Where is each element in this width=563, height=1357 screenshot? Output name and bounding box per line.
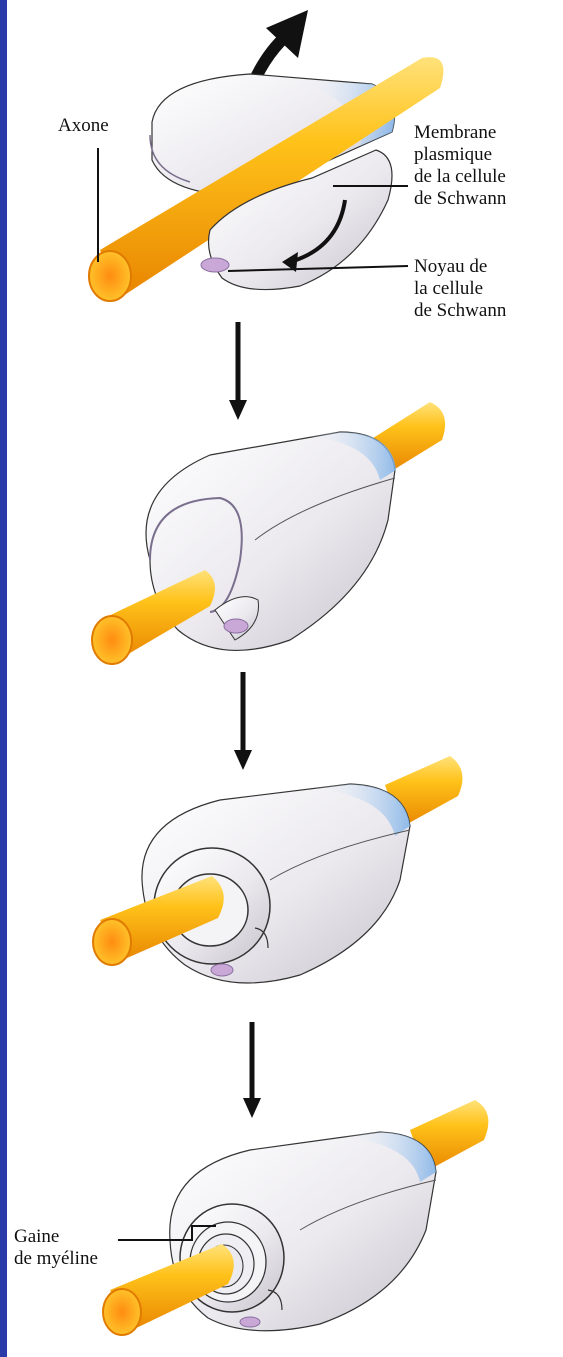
stage-1 [89,10,443,301]
label-axone: Axone [58,115,109,137]
axon-2-end [92,616,132,664]
stage-3 [93,756,463,983]
axon-1-end [89,251,131,301]
nucleus-1 [201,258,229,272]
label-membrane: Membrane plasmique de la cellule de Schw… [414,122,506,210]
stage-4 [103,1100,488,1335]
label-gaine: Gaine de myéline [14,1226,98,1270]
axon-4-end [103,1289,141,1335]
nucleus-3 [211,964,233,976]
label-noyau: Noyau de la cellule de Schwann [414,256,506,322]
frame-bar [0,0,7,1357]
stage-2 [92,402,445,664]
nucleus-2 [224,619,248,633]
axon-3-end [93,919,131,965]
nucleus-4 [240,1317,260,1327]
